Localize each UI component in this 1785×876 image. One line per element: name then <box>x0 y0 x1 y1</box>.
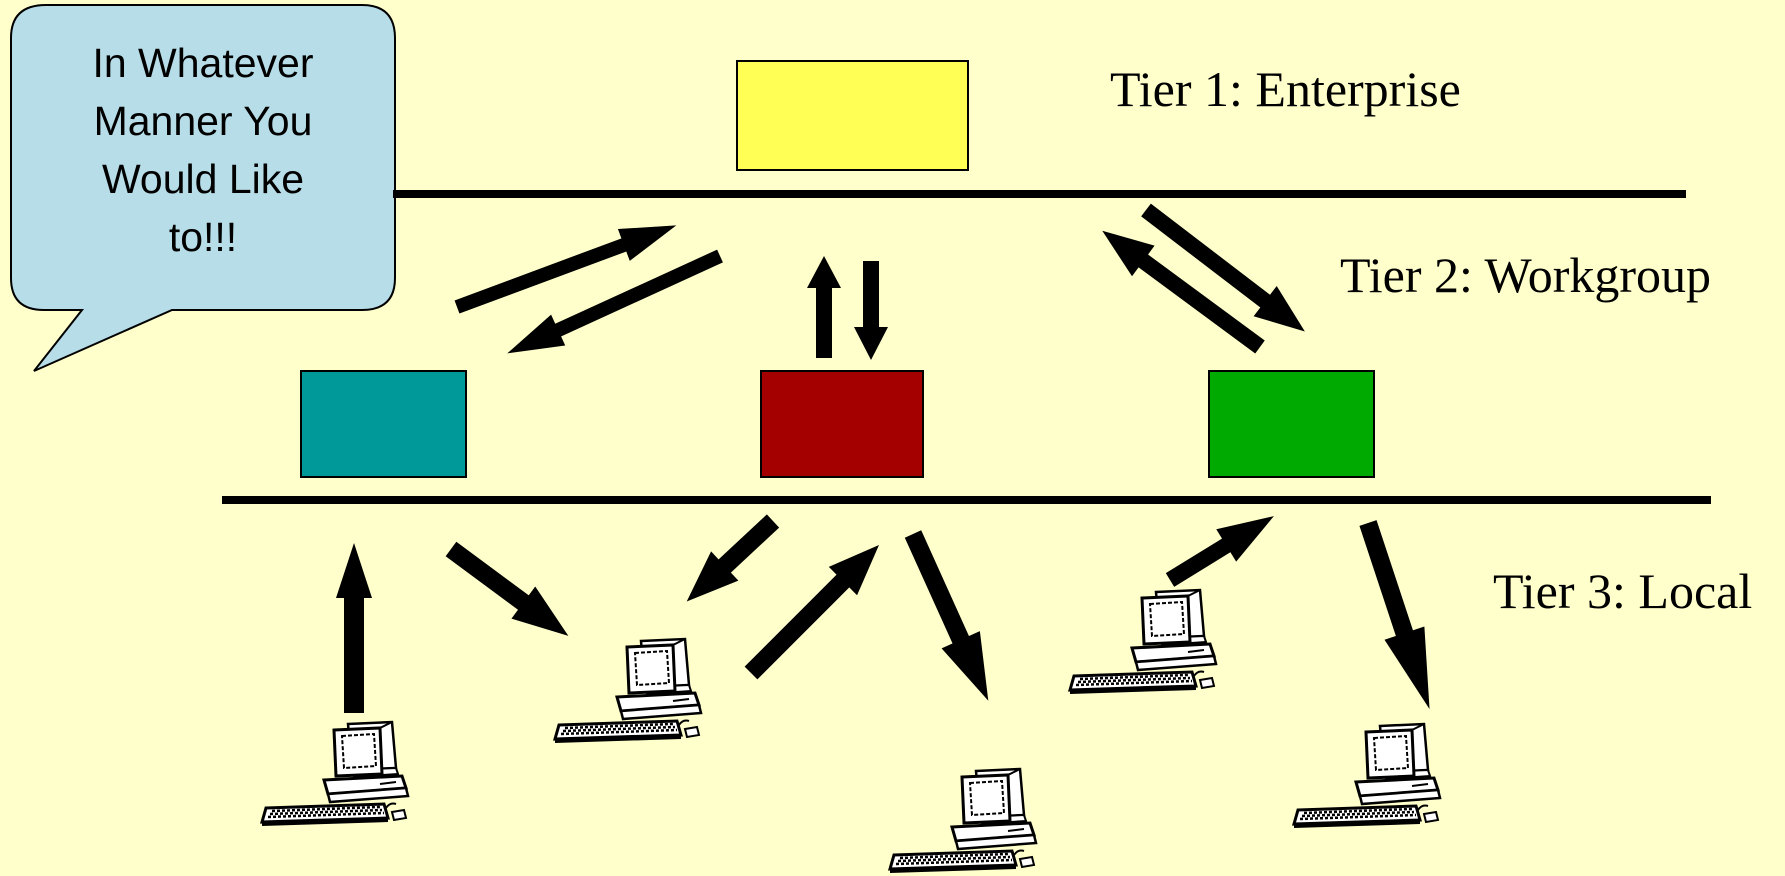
callout-bubble <box>10 4 396 372</box>
tier-2-label: Tier 2: Workgroup <box>1340 247 1711 303</box>
desktop-computer-icon <box>260 720 410 828</box>
tier-1-label: Tier 1: Enterprise <box>1110 61 1461 117</box>
desktop-computer-icon <box>1292 722 1442 830</box>
workgroup-node-green <box>1208 370 1375 478</box>
desktop-computer-icon <box>888 767 1038 875</box>
desktop-computer-icon <box>1068 588 1218 696</box>
workgroup-node-teal <box>300 370 467 478</box>
workgroup-node-red <box>760 370 924 478</box>
callout-line: to!!! <box>168 214 238 260</box>
enterprise-node <box>736 60 969 171</box>
callout-line: In Whatever <box>92 40 314 86</box>
callout-line: Would Like <box>101 156 305 202</box>
tier-3-label: Tier 3: Local <box>1493 563 1753 619</box>
desktop-computer-icon <box>553 637 703 745</box>
arrows <box>336 203 1430 713</box>
callout-line: Manner You <box>93 98 313 144</box>
callout-text: In Whatever Manner You Would Like to!!! <box>62 34 344 266</box>
